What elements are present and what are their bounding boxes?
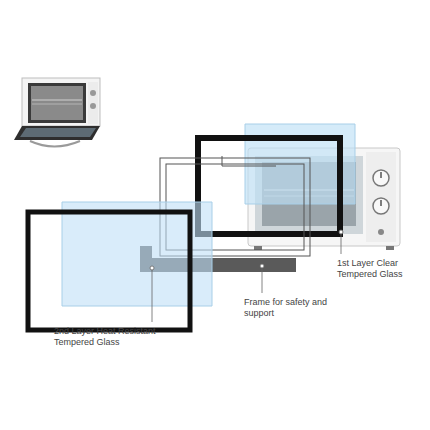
inner-frame [198, 138, 340, 234]
outer-frame [28, 212, 190, 330]
leader-lines [152, 232, 341, 322]
part-label: 1st Layer Clear Tempered Glass [337, 258, 425, 280]
part-label: Frame for safety and support [244, 297, 334, 319]
small-oven [14, 78, 100, 147]
leader-dots [150, 230, 343, 270]
part-label: 2nd Layer Heat Resistant Tempered Glass [54, 326, 172, 348]
